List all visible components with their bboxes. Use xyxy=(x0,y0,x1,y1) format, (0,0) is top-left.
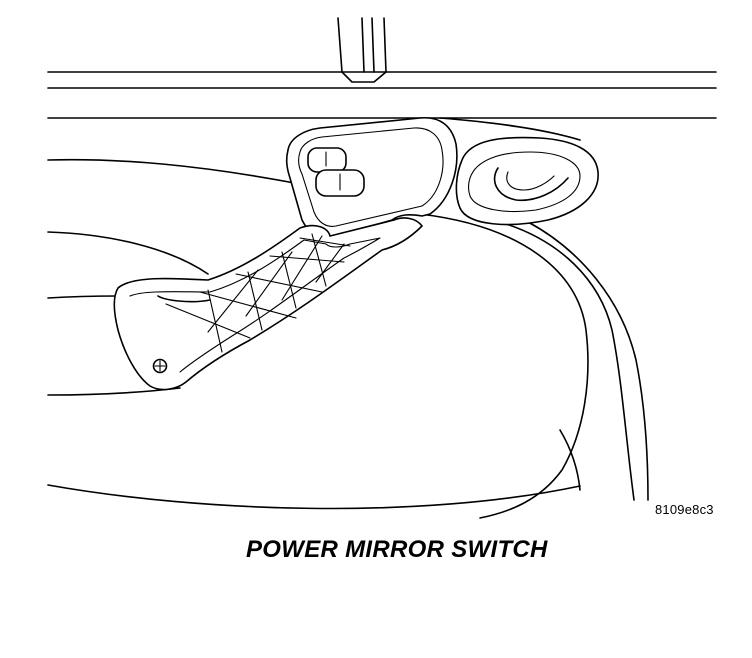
pull-handle xyxy=(113,217,423,391)
mirror-select-switch xyxy=(307,147,347,173)
armrest xyxy=(499,221,649,501)
mounting-screw xyxy=(152,358,168,374)
handle-lattice xyxy=(165,233,351,353)
door-trim-panel xyxy=(47,117,589,519)
reference-code: 8109e8c3 xyxy=(655,502,714,517)
diagram-caption: POWER MIRROR SWITCH xyxy=(246,536,548,563)
mirror-adjust-switch xyxy=(315,169,365,197)
window-frame xyxy=(47,17,717,119)
door-handle-bezel xyxy=(455,136,599,226)
mirror-switch-pod xyxy=(285,117,458,240)
